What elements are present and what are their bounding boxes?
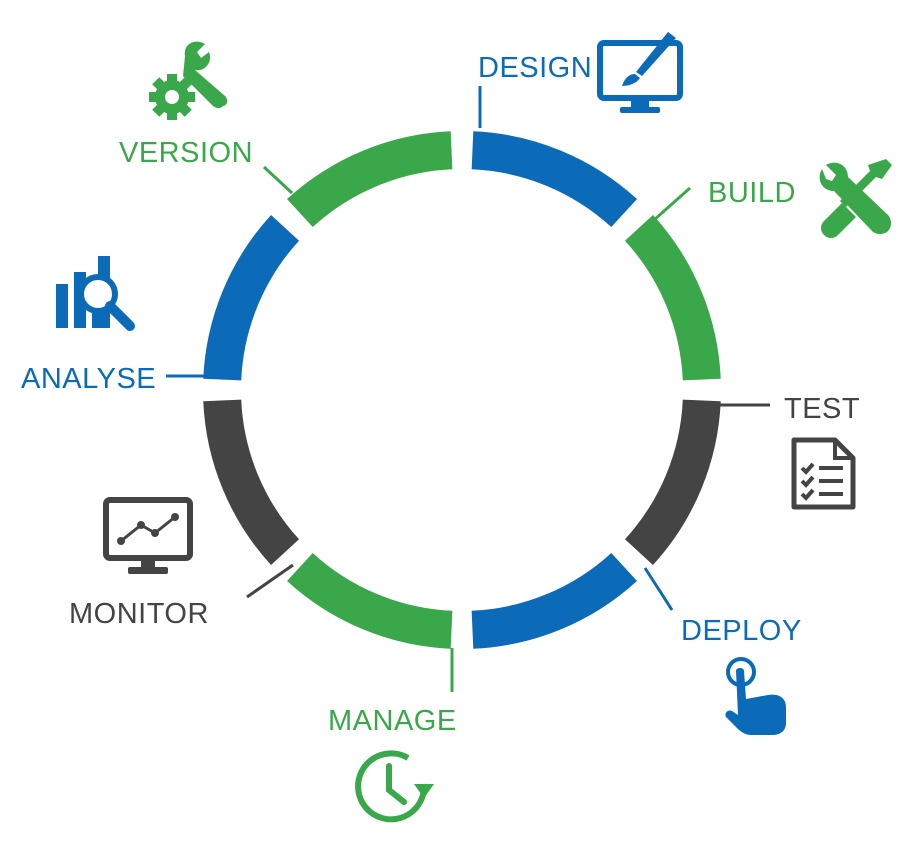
monitor-line-graph-icon [103, 497, 193, 574]
stage-label-monitor: MONITOR [69, 598, 209, 630]
ring-segment-version [287, 131, 453, 228]
stage-label-version: VERSION [119, 137, 253, 169]
stage-label-analyse: ANALYSE [21, 363, 156, 395]
ring-segment-build [624, 215, 721, 381]
stage-label-build: BUILD [708, 177, 796, 209]
pointing-hand-icon [725, 657, 786, 735]
wrench-screwdriver-icon [819, 159, 892, 238]
leader-line-build [644, 186, 691, 230]
stage-label-manage: MANAGE [328, 705, 457, 737]
stage-label-test: TEST [784, 393, 860, 425]
ring-segment-design [471, 131, 637, 228]
checklist-document-icon [791, 437, 856, 510]
cycle-ring [203, 131, 721, 649]
leader-lines [166, 86, 770, 692]
ring-segment-analyse [203, 215, 300, 381]
ring-segment-deploy [471, 552, 637, 649]
leader-line-version [262, 165, 294, 195]
monitor-paintbrush-icon [597, 32, 683, 113]
bar-chart-magnifier-icon [56, 256, 135, 331]
stage-label-deploy: DEPLOY [681, 615, 802, 647]
wrench-gear-icon [149, 41, 228, 120]
ring-segment-manage [287, 552, 453, 649]
clock-refresh-icon [355, 750, 434, 823]
ring-segment-test [624, 399, 721, 565]
leader-line-deploy [643, 567, 674, 611]
stage-label-design: DESIGN [478, 52, 592, 84]
leader-line-monitor [246, 563, 294, 599]
stage-labels: DESIGN BUILD TEST DEPLOY MANAGE MONITOR … [21, 52, 860, 737]
ring-segment-monitor [203, 399, 300, 565]
